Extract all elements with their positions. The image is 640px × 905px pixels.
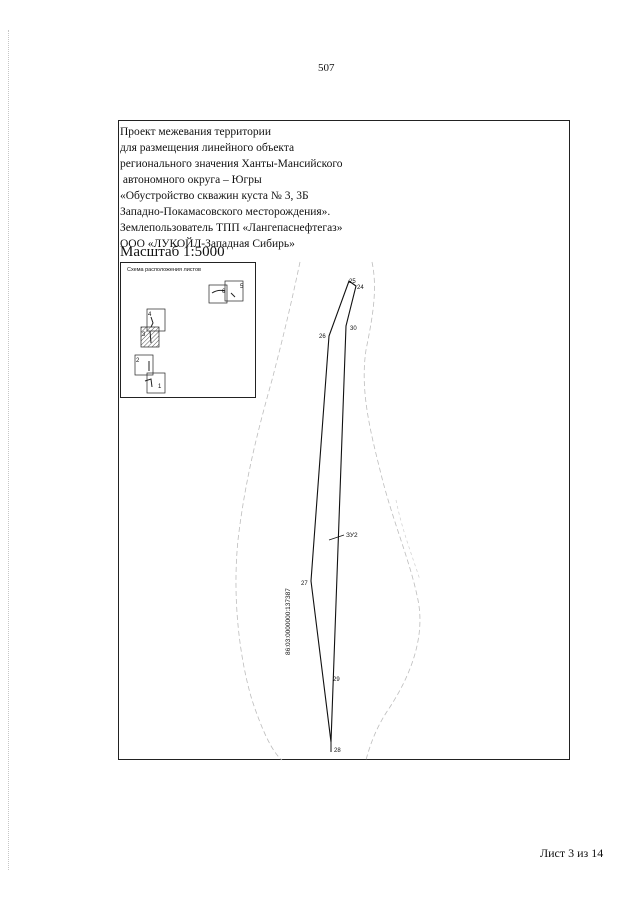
sheet-6 — [208, 284, 228, 304]
page-number: 507 — [318, 62, 335, 74]
inset-track — [149, 316, 154, 344]
title-line: ООО «ЛУКОЙЛ-Западная Сибирь» — [120, 238, 295, 250]
sheet-layout-inset: Схема расположения листов 6 5 4 3 2 1 — [120, 262, 256, 398]
map-frame — [118, 120, 570, 760]
sheet-label-1: 1 — [158, 384, 162, 390]
scan-edge — [8, 30, 10, 870]
inset-title: Схема расположения листов — [127, 267, 201, 273]
title-line: для размещения линейного объекта — [120, 142, 295, 154]
sheet-label-6: 6 — [222, 289, 226, 295]
inset-track — [144, 361, 153, 388]
sheet-label-4: 4 — [148, 312, 152, 318]
sheet-counter: Лист 3 из 14 — [540, 846, 604, 860]
point-label-26: 26 — [319, 334, 326, 340]
sheet-label-3: 3 — [142, 332, 146, 338]
parcel-label: ЗУ2 — [346, 532, 358, 539]
sheet-1 — [146, 372, 166, 394]
sheet-2 — [134, 354, 154, 376]
parcel-polygon — [310, 280, 357, 743]
boundary-line-minor — [395, 499, 421, 581]
point-label-25: 25 — [349, 279, 356, 285]
boundary-line-east — [363, 261, 421, 761]
inset-track — [230, 292, 236, 298]
sheet-label-5: 5 — [240, 284, 244, 290]
title-line: «Обустройство скважин куста № 3, 3Б — [120, 190, 309, 202]
map-scale: Масштаб 1:5000 — [120, 244, 225, 260]
point-label-29: 29 — [333, 677, 340, 683]
title-line: Западно-Покамасовского месторождения». — [120, 206, 331, 218]
cadastral-number: 86:03:0000000:137387 — [285, 588, 292, 655]
point-label-28: 28 — [334, 748, 341, 754]
point-label-27: 27 — [301, 581, 308, 587]
title-line: регионального значения Ханты-Мансийского — [120, 158, 343, 170]
title-block: Проект межевания территории для размещен… — [120, 124, 420, 252]
point-label-24: 24 — [357, 285, 364, 291]
title-line: Проект межевания территории — [120, 126, 271, 138]
sheet-label-2: 2 — [136, 358, 140, 364]
inset-track — [211, 289, 226, 294]
parcel-label-leader — [328, 534, 345, 541]
point-label-30: 30 — [350, 326, 357, 332]
title-line: автономного округа – Югры — [120, 174, 262, 186]
inset-scheme: 6 5 4 3 2 1 — [134, 280, 244, 394]
title-line: Землепользователь ТПП «Лангепаснефтегаз» — [120, 222, 343, 234]
